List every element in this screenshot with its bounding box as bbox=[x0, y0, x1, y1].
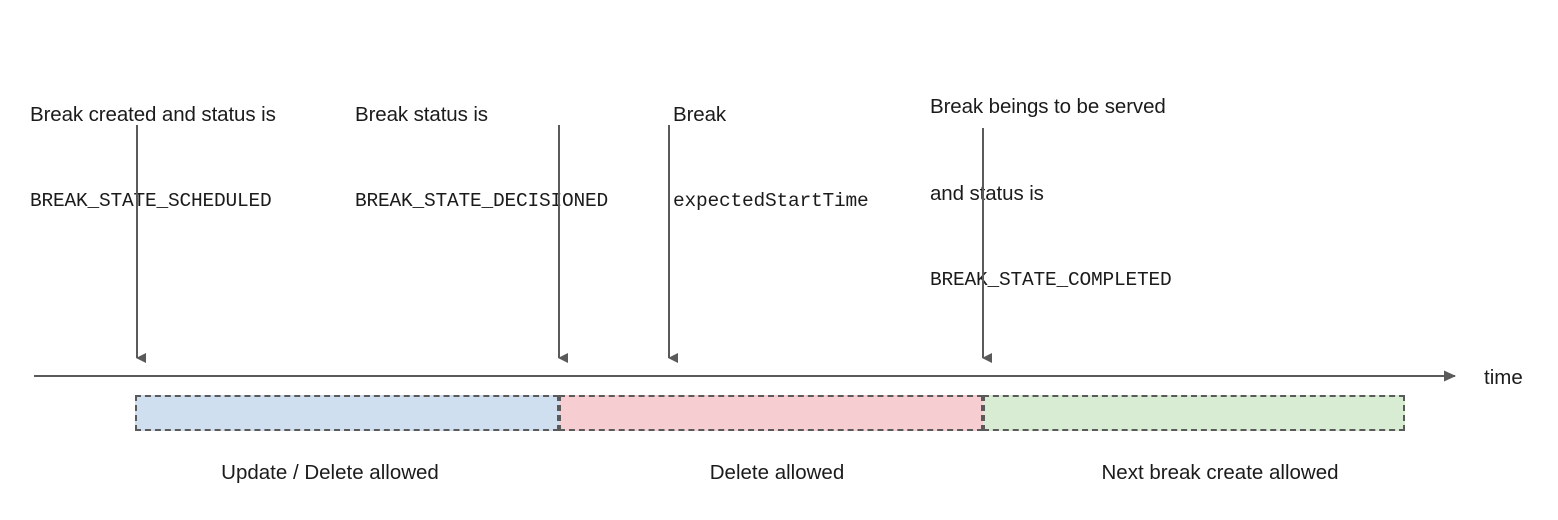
phase-caption-update-delete: Update / Delete allowed bbox=[221, 461, 439, 484]
time-axis-label: time bbox=[1484, 366, 1523, 389]
event-label-scheduled: Break created and status is BREAK_STATE_… bbox=[30, 42, 276, 274]
phase-bar-delete bbox=[559, 395, 983, 431]
event-label-line: BREAK_STATE_SCHEDULED bbox=[30, 190, 272, 212]
event-label-line: BREAK_STATE_COMPLETED bbox=[930, 269, 1172, 291]
event-label-decisioned: Break status is BREAK_STATE_DECISIONED bbox=[355, 42, 608, 274]
phase-caption-next-break: Next break create allowed bbox=[1101, 461, 1339, 484]
event-label-line: Break beings to be served bbox=[930, 95, 1166, 118]
event-label-expected-start-time: Break expectedStartTime bbox=[673, 42, 869, 274]
event-label-line: expectedStartTime bbox=[673, 190, 869, 212]
phase-bar-update-delete bbox=[135, 395, 559, 431]
event-label-line: BREAK_STATE_DECISIONED bbox=[355, 190, 609, 212]
event-label-line: Break bbox=[673, 103, 727, 126]
phase-caption-delete: Delete allowed bbox=[709, 461, 845, 484]
event-label-line: Break created and status is bbox=[30, 103, 276, 126]
phase-bar-next-break bbox=[983, 395, 1405, 431]
event-label-line: Break status is bbox=[355, 103, 488, 126]
